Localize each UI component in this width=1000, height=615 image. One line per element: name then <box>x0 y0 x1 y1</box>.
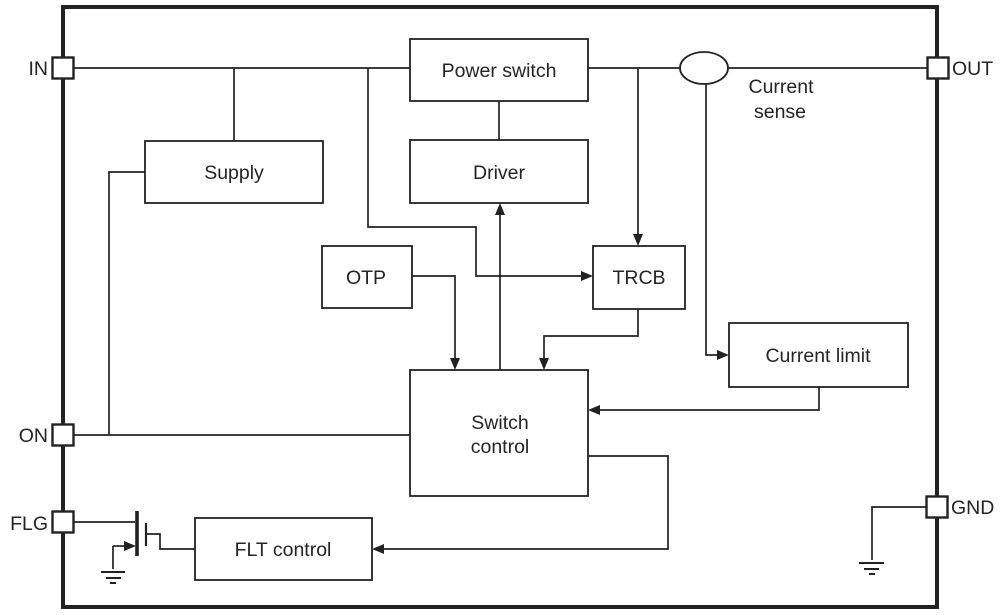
arrowhead-trcb-into-switchcontrol <box>539 358 549 370</box>
arrowhead-into-fltcontrol <box>372 544 384 554</box>
arrowhead-into-driver <box>495 203 505 215</box>
arrowhead-into-currentlimit <box>717 350 729 360</box>
block-flt-control <box>194 517 373 581</box>
label-trcb: TRCB <box>612 267 665 289</box>
wire-fltcontrol-to-gate <box>146 533 195 550</box>
label-pin-flg: FLG <box>10 513 48 535</box>
label-current-limit: Current limit <box>765 345 871 367</box>
pin-gnd-square <box>925 495 949 519</box>
wire-switchcontrol-to-fltcontrol <box>383 455 669 550</box>
wire-trcb-to-switchcontrol <box>543 309 639 359</box>
label-flt-control: FLT control <box>235 539 332 561</box>
label-pin-in: IN <box>29 58 49 80</box>
label-otp: OTP <box>346 267 386 289</box>
arrowhead-into-trcb-left <box>581 271 593 281</box>
wires <box>73 67 928 560</box>
pin-out-square <box>926 56 950 80</box>
label-driver: Driver <box>473 162 526 184</box>
pin-on-square <box>51 423 75 447</box>
wire-sense-to-currentlimit <box>705 84 718 356</box>
wire-currentlimit-to-switchcontrol <box>599 387 820 411</box>
block-supply <box>144 140 324 204</box>
arrowhead-into-switchcontrol-right <box>588 405 600 415</box>
label-power-switch: Power switch <box>442 60 557 82</box>
wire-gnd-to-ground <box>871 506 927 560</box>
label-pin-gnd: GND <box>951 497 994 519</box>
pin-flg-square <box>51 510 75 534</box>
block-trcb <box>592 245 686 310</box>
labels: Power switch Driver Supply OTP TRCB Curr… <box>10 58 994 561</box>
arrowhead-otp-into-switchcontrol <box>450 358 460 370</box>
label-supply: Supply <box>204 162 264 184</box>
pin-in-square <box>51 56 75 80</box>
ic-outline <box>61 5 939 609</box>
current-sense-element <box>679 51 729 85</box>
label-current-sense-line2: sense <box>754 101 806 123</box>
nmos-transistor <box>101 511 195 584</box>
label-switch-control-line2: control <box>471 436 530 458</box>
block-driver <box>409 139 589 204</box>
blocks <box>144 38 909 581</box>
wire-supply-to-on-rail <box>108 171 145 435</box>
arrowheads <box>372 203 729 554</box>
wire-in-to-trcb <box>367 68 582 277</box>
block-switch-control <box>409 369 589 497</box>
block-current-limit <box>728 322 909 388</box>
label-pin-on: ON <box>19 425 48 447</box>
ground-symbol <box>859 562 884 575</box>
fet-body-arrow <box>124 541 136 551</box>
label-current-sense-line1: Current <box>748 76 814 98</box>
pins <box>51 56 950 534</box>
label-switch-control-line1: Switch <box>471 412 528 434</box>
block-power-switch <box>409 38 589 102</box>
label-pin-out: OUT <box>952 58 993 80</box>
block-otp <box>321 245 413 309</box>
ground-symbol <box>101 571 125 584</box>
arrowhead-into-trcb-top <box>633 234 643 246</box>
wire-otp-to-switchcontrol <box>412 275 456 359</box>
